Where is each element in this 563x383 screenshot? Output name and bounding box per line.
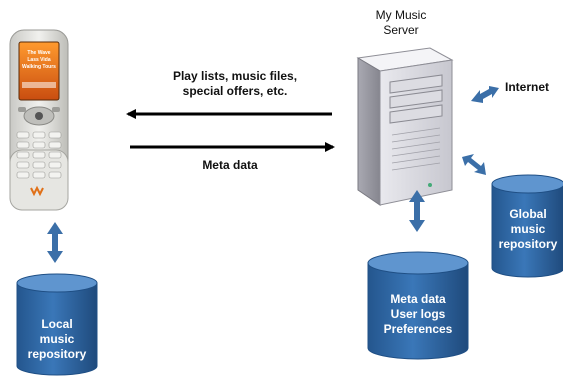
global-repository-line-3: repository	[498, 237, 558, 251]
user-data-line-3: Preferences	[383, 322, 453, 336]
server-title-line-1: My Music	[375, 8, 427, 22]
internet-label: Internet	[505, 80, 550, 94]
user-data-line-1: Meta data	[390, 292, 446, 306]
flow-label-to-phone-line-2: special offers, etc.	[182, 84, 288, 98]
user-data-cylinder	[367, 251, 469, 360]
user-data-line-2: User logs	[390, 307, 446, 321]
phone-repository-double-arrow	[47, 222, 63, 263]
phone-screen-text: The Wave Lass Vida Walking Tours	[19, 50, 59, 71]
server-internet-double-arrow	[471, 86, 499, 103]
mobile-phone-icon	[9, 29, 69, 211]
local-repository-line-1: Local	[41, 317, 73, 331]
local-repository-line-2: music	[39, 332, 75, 346]
server-userdata-double-arrow	[409, 190, 425, 232]
flow-label-to-phone: Play lists, music files, special offers,…	[160, 69, 310, 99]
global-repository-line-1: Global	[509, 207, 547, 221]
local-repository-label: Local music repository	[17, 317, 97, 362]
global-repository-label: Global music repository	[492, 207, 563, 252]
user-data-label: Meta data User logs Preferences	[368, 292, 468, 337]
local-repository-line-3: repository	[27, 347, 87, 361]
flow-label-to-phone-line-1: Play lists, music files,	[172, 69, 298, 83]
global-repository-line-2: music	[510, 222, 546, 236]
phone-screen-line-1: The Wave	[27, 50, 51, 56]
server-title-line-2: Server	[383, 23, 419, 37]
phone-screen-line-3: Walking Tours	[22, 64, 56, 70]
global-repository-cylinder	[491, 174, 563, 278]
server-global-double-arrow	[462, 154, 486, 175]
server-tower-icon	[356, 47, 454, 206]
flow-label-to-server: Meta data	[202, 158, 258, 172]
phone-screen-line-2: Lass Vida	[27, 57, 51, 63]
local-repository-cylinder	[16, 273, 98, 376]
server-title: My Music Server	[356, 8, 446, 38]
